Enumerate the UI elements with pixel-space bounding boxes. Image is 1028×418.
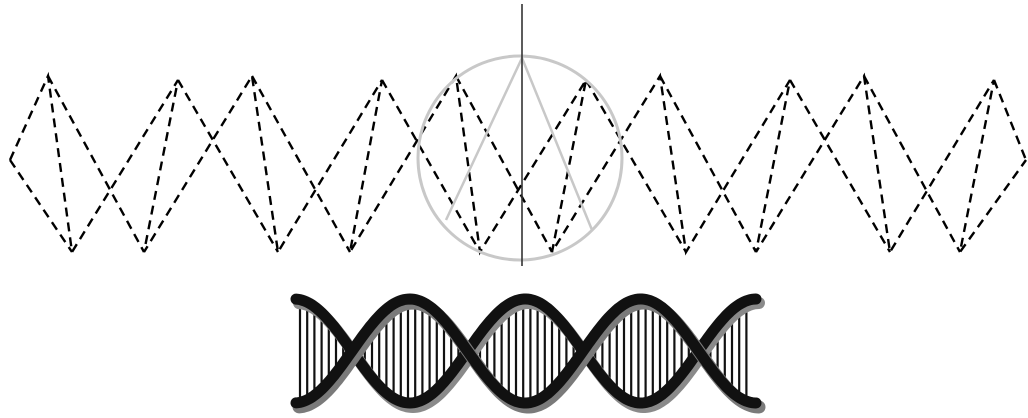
double-helix <box>296 299 759 407</box>
projection-overlay <box>418 4 622 266</box>
guide-triangle <box>446 58 592 230</box>
zigzag-projection <box>10 76 1026 252</box>
